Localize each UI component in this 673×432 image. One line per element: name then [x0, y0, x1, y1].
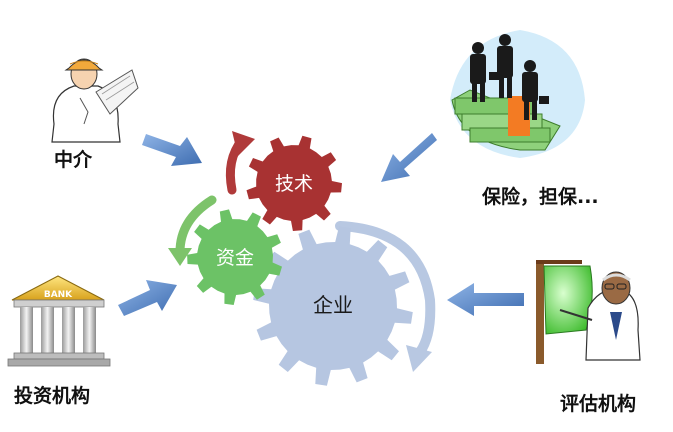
bank-sign: BANK	[44, 290, 73, 300]
gear-enterprise-label: 企业	[313, 293, 353, 317]
evaluator-clipart	[536, 260, 641, 364]
businessmen-clipart	[450, 30, 585, 158]
agent-label: 中介	[54, 148, 93, 171]
evaluation-label: 评估机构	[560, 392, 636, 415]
gear-tech	[246, 135, 342, 231]
gear-capital-label: 资金	[216, 247, 254, 269]
investment-label: 投资机构	[14, 384, 90, 407]
arrow-from-agent	[142, 134, 202, 166]
gear-tech-label: 技术	[275, 173, 313, 195]
engineer-clipart	[51, 58, 139, 143]
arrow-from-insurance	[381, 133, 437, 182]
arrow-from-evaluation	[447, 283, 524, 316]
cycle-arrow-light-blue	[335, 221, 436, 372]
gear-enterprise	[253, 226, 413, 386]
bank-clipart: BANK	[7, 275, 111, 367]
cycle-arrow-red	[225, 131, 255, 195]
cycle-arrow-green	[168, 195, 217, 266]
gear-enterprise-body	[253, 226, 413, 386]
insurance-label: 保险，担保...	[481, 185, 599, 208]
arrow-from-investment	[118, 280, 177, 316]
gear-capital	[187, 209, 282, 305]
gear-tech-body	[246, 135, 342, 231]
gear-capital-body	[187, 209, 282, 305]
